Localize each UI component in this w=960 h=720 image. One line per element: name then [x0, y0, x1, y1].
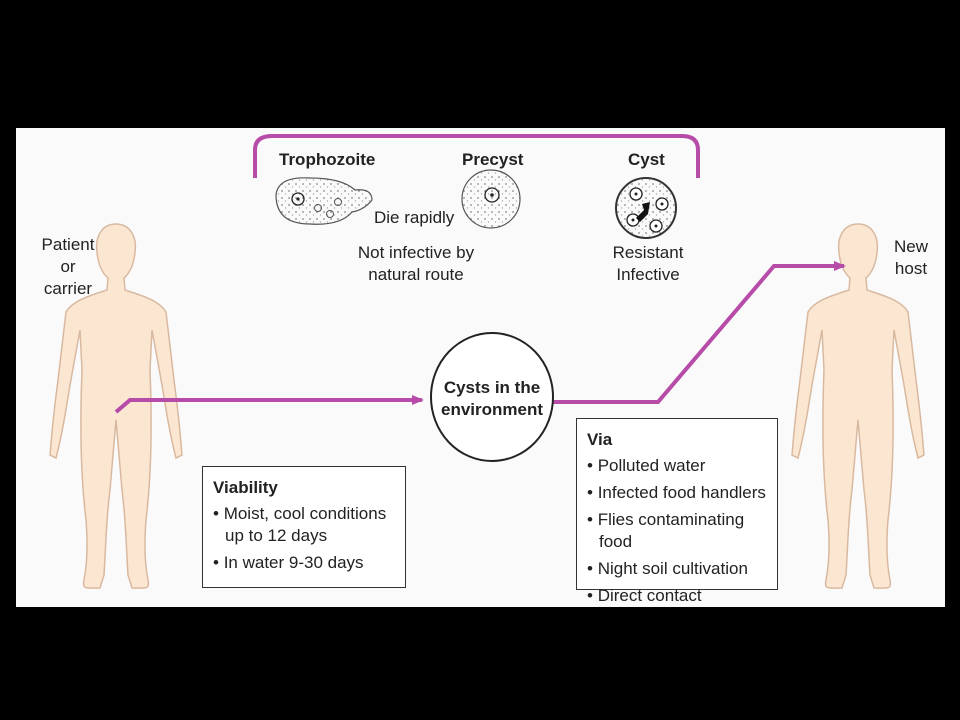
patient-label: Patient or carrier: [41, 235, 95, 298]
lifecycle-bracket: [253, 134, 700, 178]
via-item: Polluted water: [587, 455, 767, 477]
via-item: Flies contaminating food: [587, 509, 767, 553]
environment-label: Cysts in the environment: [440, 378, 544, 419]
precyst-label: Precyst: [462, 150, 524, 169]
via-item: Night soil cultivation: [587, 558, 767, 580]
die-rapidly-note: Die rapidly: [374, 208, 455, 227]
via-box: Via Polluted water Infected food handler…: [576, 418, 778, 605]
new-host-label: New host: [893, 237, 928, 278]
cyst-label: Cyst: [628, 150, 665, 169]
viability-heading: Viability: [213, 478, 278, 497]
trophozoite-label: Trophozoite: [279, 150, 376, 169]
arrow-to-environment: [114, 395, 424, 414]
not-infective-note: Not infective by natural route: [357, 243, 475, 284]
via-list: Polluted water Infected food handlers Fl…: [587, 455, 767, 607]
new-host-figure: [791, 223, 925, 589]
via-item: Direct contact: [587, 585, 767, 607]
viability-item: Moist, cool conditions up to 12 days: [213, 503, 395, 547]
resistant-infective-note: Resistant Infective: [612, 243, 684, 284]
cyst-icon: [615, 177, 677, 239]
arrow-to-new-host: [552, 261, 846, 404]
environment-circle: [430, 332, 554, 462]
via-heading: Via: [587, 430, 613, 449]
via-item: Infected food handlers: [587, 482, 767, 504]
trophozoite-icon: [275, 177, 373, 225]
viability-box: Viability Moist, cool conditions up to 1…: [202, 466, 406, 588]
viability-item: In water 9-30 days: [213, 552, 395, 574]
viability-list: Moist, cool conditions up to 12 days In …: [213, 503, 395, 574]
precyst-icon: [461, 169, 521, 229]
